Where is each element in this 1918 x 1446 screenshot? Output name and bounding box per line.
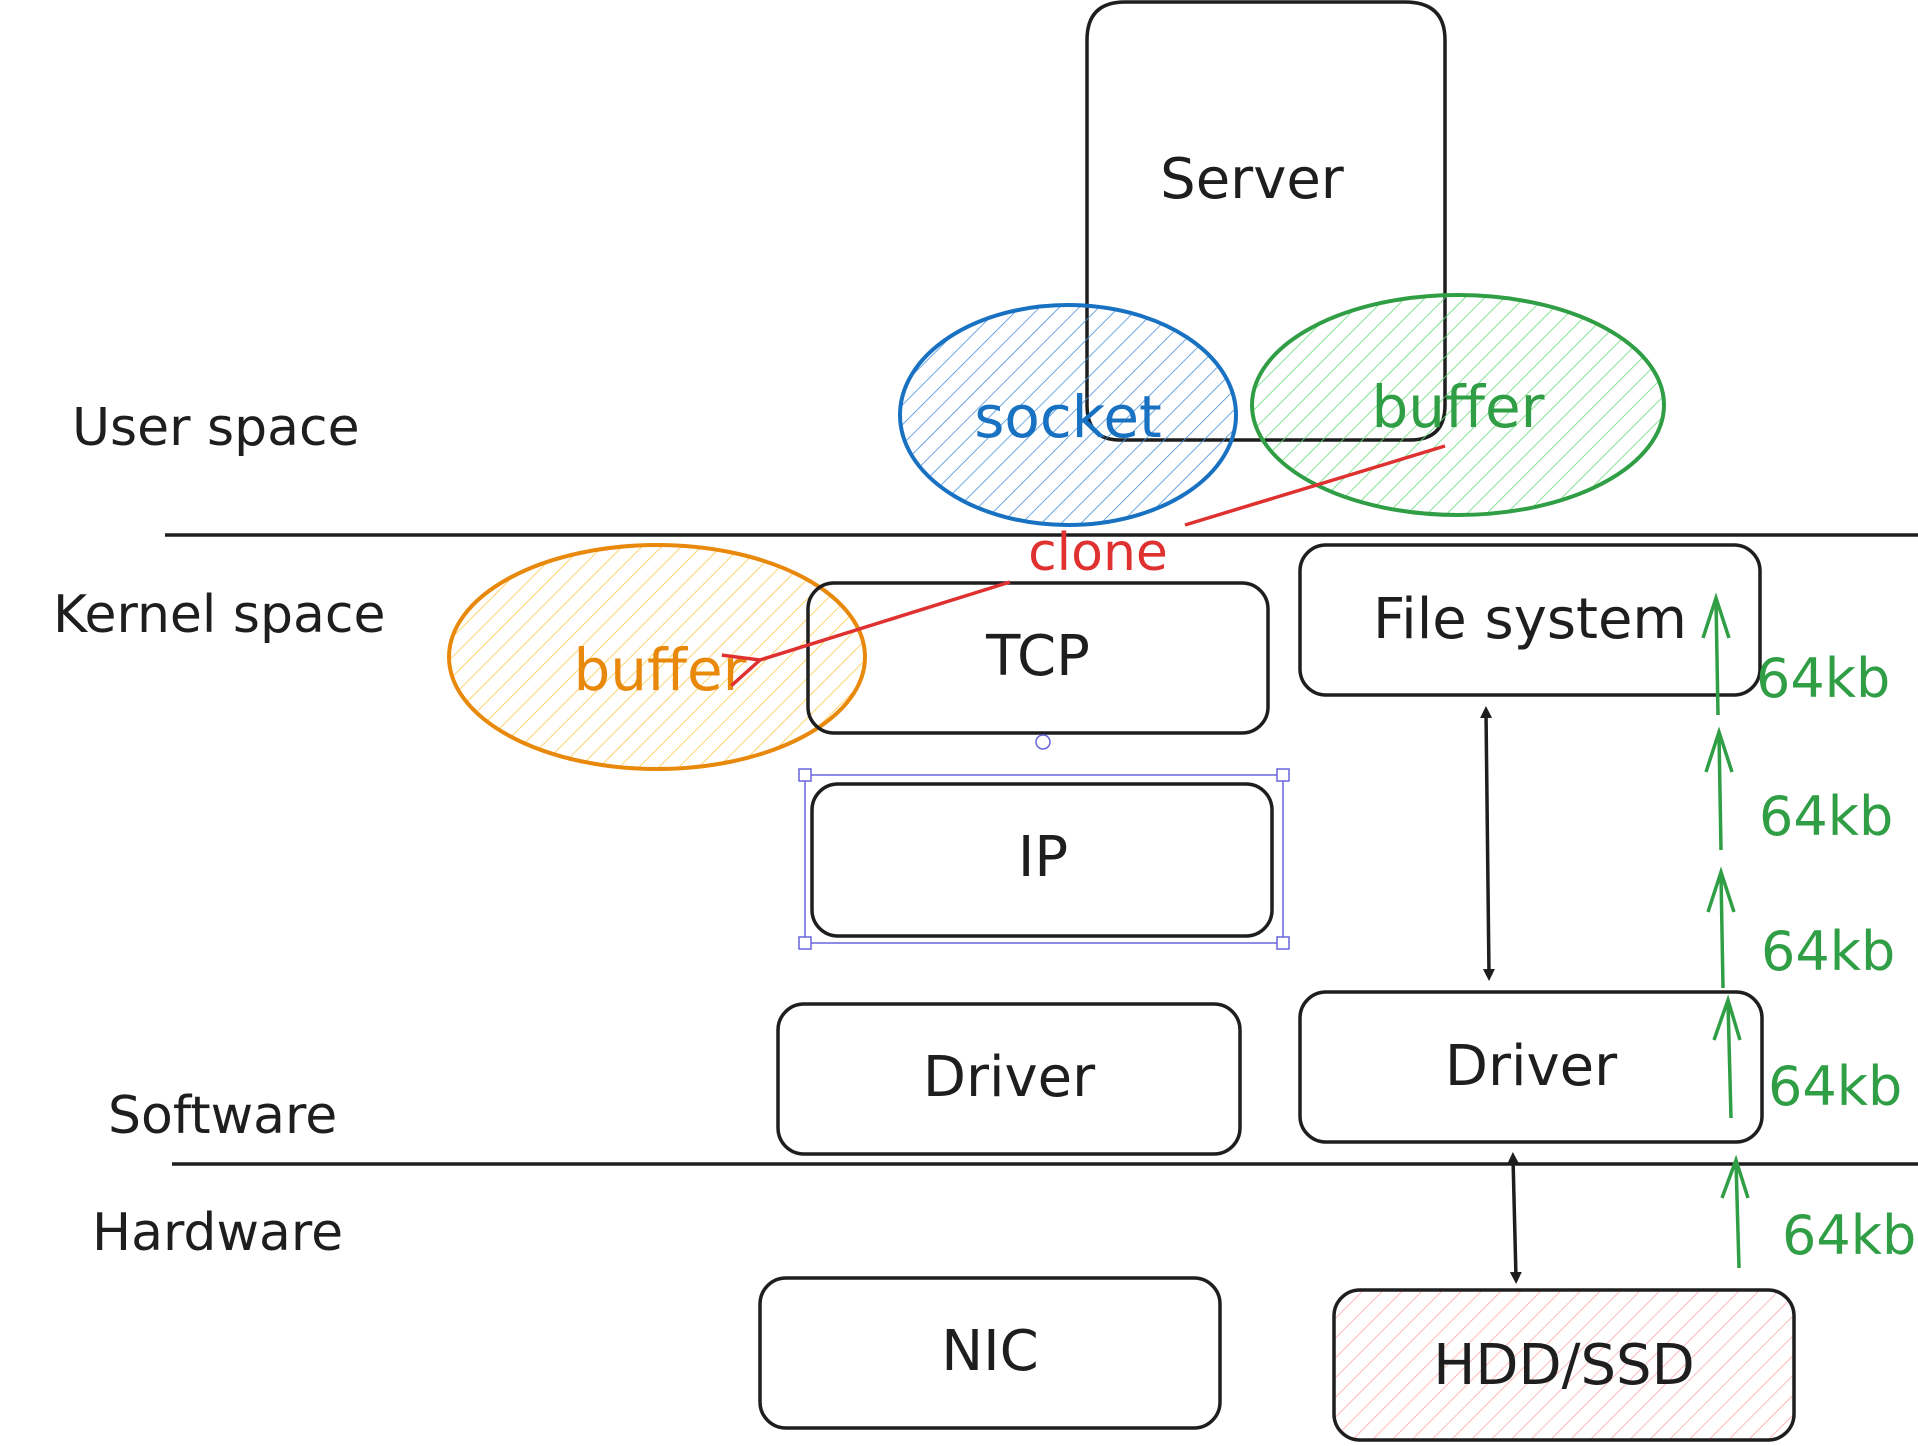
selection-frame — [804, 774, 1284, 944]
chunk-arrow-2 — [1712, 994, 1742, 1119]
chunk-arrow-4 — [1704, 726, 1734, 851]
server-node[interactable]: Server — [1085, 0, 1447, 442]
chunk-arrow-5 — [1701, 592, 1731, 716]
clone-arrow — [760, 444, 1446, 660]
hardware-label: Hardware — [92, 1203, 343, 1263]
user-buffer-label: buffer — [1371, 373, 1544, 441]
file-system-node[interactable]: File system — [1298, 543, 1762, 697]
tcp-label: TCP — [985, 624, 1090, 689]
chunk-arrow-1 — [1720, 1154, 1750, 1269]
disk-node[interactable]: HDD/SSD — [1332, 1288, 1796, 1442]
chunk-label-4: 64kb — [1759, 785, 1893, 848]
disk-driver-label: Driver — [1445, 1034, 1618, 1099]
user-buffer-node[interactable]: buffer — [1250, 293, 1666, 517]
tcp-node[interactable]: TCP — [806, 581, 1270, 735]
server-label: Server — [1160, 147, 1345, 212]
ip-node[interactable]: IP — [798, 734, 1290, 950]
disk-label: HDD/SSD — [1433, 1333, 1694, 1398]
driver-disk-arrow — [1507, 1152, 1522, 1284]
chunk-label-2: 64kb — [1768, 1055, 1902, 1118]
rotate-handle[interactable] — [1035, 734, 1051, 750]
selection-handle-br[interactable] — [1276, 936, 1290, 950]
kernel-space-label: Kernel space — [53, 585, 385, 645]
chunk-label-1: 64kb — [1782, 1204, 1916, 1267]
chunk-label-5: 64kb — [1756, 647, 1890, 710]
software-label: Software — [108, 1086, 337, 1146]
ip-label: IP — [1018, 825, 1068, 890]
nic-node[interactable]: NIC — [758, 1276, 1222, 1430]
kernel-buffer-node[interactable]: buffer — [447, 543, 867, 771]
net-driver-label: Driver — [923, 1045, 1096, 1110]
fs-driver-arrow — [1480, 706, 1495, 981]
socket-node[interactable]: socket — [898, 303, 1238, 527]
selection-handle-tl[interactable] — [798, 768, 812, 782]
nic-label: NIC — [941, 1319, 1039, 1384]
user-space-label: User space — [72, 398, 360, 458]
net-driver-node[interactable]: Driver — [776, 1002, 1242, 1156]
selection-handle-tr[interactable] — [1276, 768, 1290, 782]
clone-label: clone — [1028, 523, 1168, 583]
kernel-buffer-label: buffer — [573, 636, 746, 704]
chunk-arrow-3 — [1706, 866, 1736, 989]
file-system-label: File system — [1373, 587, 1687, 652]
selection-handle-bl[interactable] — [798, 936, 812, 950]
socket-label: socket — [974, 383, 1162, 451]
disk-driver-node[interactable]: Driver — [1298, 990, 1764, 1144]
chunk-label-3: 64kb — [1761, 920, 1895, 983]
